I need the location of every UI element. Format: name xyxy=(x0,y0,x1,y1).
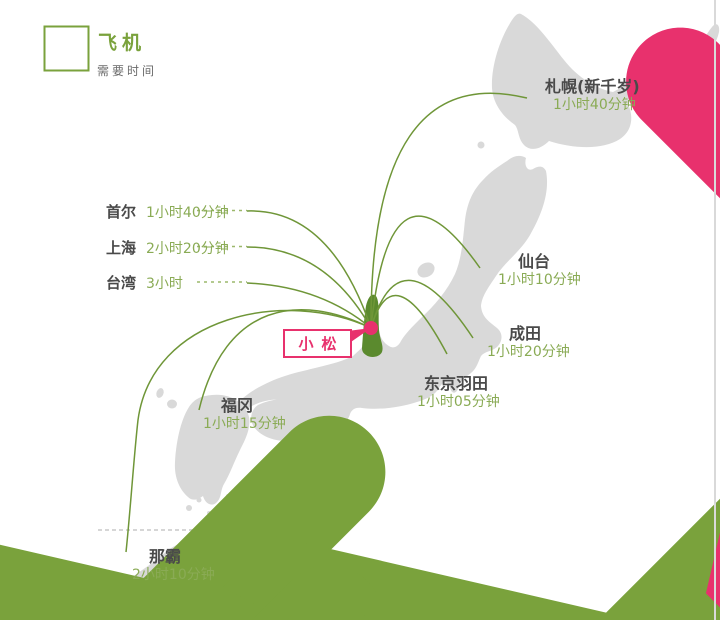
destination-name: 成田 xyxy=(509,324,542,343)
route-sendai xyxy=(370,215,481,329)
origin-dot xyxy=(364,321,378,335)
destination-name: 仙台 xyxy=(518,252,551,271)
page-right-border xyxy=(714,0,716,620)
origin-name: 小松 xyxy=(298,335,345,353)
hokkaido-landmass xyxy=(491,13,654,149)
destination-shanghai: 上海 2小时20分钟 xyxy=(106,237,229,258)
destination-naha: 那霸 2小时10分钟 xyxy=(132,547,215,585)
destination-name: 札幌(新千岁) xyxy=(545,77,640,96)
page-title: 飞机 xyxy=(98,32,147,54)
destination-fukuoka: 福冈 1小时15分钟 xyxy=(203,396,286,434)
destination-taiwan: 台湾 3小时 xyxy=(106,272,183,293)
iki-island xyxy=(167,399,177,409)
header-plane-box xyxy=(43,25,90,72)
route-taiwan xyxy=(246,282,372,329)
page-subtitle: 需要时间 xyxy=(97,64,158,78)
destination-time: 1小时40分钟 xyxy=(146,204,229,221)
route-fukuoka xyxy=(198,309,372,411)
destination-name: 台湾 xyxy=(106,274,137,292)
origin-label-komatsu: 小松 xyxy=(283,329,352,358)
sado-island xyxy=(417,262,435,278)
destination-time: 1小时05分钟 xyxy=(417,394,500,410)
okushiri-island xyxy=(477,141,485,149)
route-naha xyxy=(125,309,372,553)
destination-time: 3小时 xyxy=(146,275,183,292)
destination-narita: 成田 1小时20分钟 xyxy=(487,324,570,362)
destination-time: 2小时20分钟 xyxy=(146,240,229,257)
destination-sendai: 仙台 1小时10分钟 xyxy=(498,252,581,290)
ryukyu-islet xyxy=(196,497,202,503)
destination-seoul: 首尔 1小时40分钟 xyxy=(106,201,229,222)
route-haneda xyxy=(370,295,448,355)
destination-time: 1小时40分钟 xyxy=(553,97,636,113)
destination-sapporo: 札幌(新千岁) 1小时40分钟 xyxy=(545,77,640,115)
destination-name: 上海 xyxy=(106,239,137,257)
destination-time: 1小时15分钟 xyxy=(203,416,286,432)
destination-name: 首尔 xyxy=(106,203,137,221)
destination-time: 1小时20分钟 xyxy=(487,344,570,360)
destination-time: 2小时10分钟 xyxy=(132,567,215,583)
tsushima-island xyxy=(156,388,164,398)
route-shanghai xyxy=(246,246,372,329)
destination-name: 那霸 xyxy=(149,547,182,566)
ryukyu-islet xyxy=(186,505,192,511)
destination-name: 东京羽田 xyxy=(424,374,489,393)
honshu-landmass xyxy=(225,155,548,429)
destination-name: 福冈 xyxy=(221,396,254,415)
route-sapporo xyxy=(370,92,528,329)
route-seoul xyxy=(246,210,372,329)
kyushu-landmass xyxy=(174,394,250,505)
destination-haneda: 东京羽田 1小时05分钟 xyxy=(417,374,500,412)
destination-time: 1小时10分钟 xyxy=(498,272,581,288)
